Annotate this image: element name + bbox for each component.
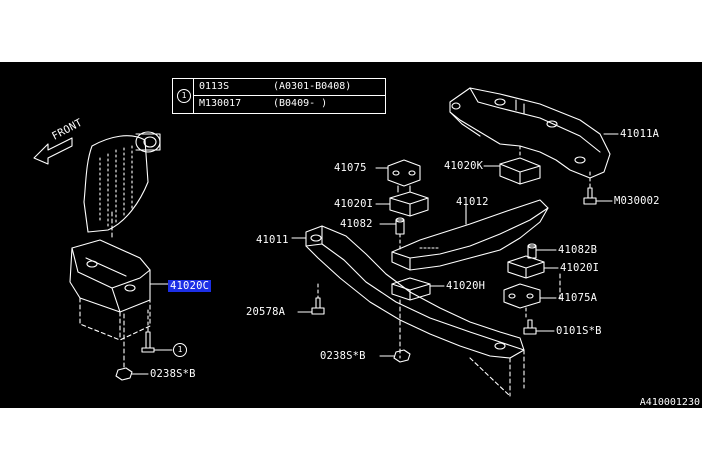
front-arrow-icon — [33, 137, 73, 165]
legend-row-1-range: (A0301-B0408) — [273, 81, 352, 92]
part-0101sb-label[interactable]: 0101S*B — [556, 325, 602, 337]
part-0238sb-left-label[interactable]: 0238S*B — [150, 368, 196, 380]
pad-41020k — [483, 145, 541, 185]
stud-41020i-top — [375, 185, 429, 217]
part-41075a-label[interactable]: 41075A — [558, 292, 598, 304]
legend-row-2-part: M130017 — [199, 98, 242, 109]
part-41020i-top-label[interactable]: 41020I — [334, 198, 374, 210]
part-m030002-label[interactable]: M030002 — [614, 195, 660, 207]
legend-box: 1 0113S (A0301-B0408) M130017 (B0409- ) — [172, 78, 386, 114]
mount-41020c — [69, 239, 169, 341]
nut-0238sb-left — [115, 313, 149, 381]
ref-marker-icon: 1 — [177, 89, 191, 103]
projection-lines — [469, 273, 561, 397]
plate-41075a — [503, 283, 557, 321]
bolt-0101sb — [523, 319, 555, 335]
crossmember-41011a — [449, 87, 619, 179]
part-0238sb-bottom-label[interactable]: 0238S*B — [320, 350, 366, 362]
ref-1-marker-icon: 1 — [173, 343, 187, 357]
part-41075-label[interactable]: 41075 — [334, 162, 367, 174]
part-41082-label[interactable]: 41082 — [340, 218, 373, 230]
nut-0238sb-bottom — [379, 349, 411, 363]
part-41020h-label[interactable]: 41020H — [446, 280, 486, 292]
crossmember-41011 — [291, 225, 525, 359]
crossmember-41012 — [391, 199, 549, 271]
bolt-20578a — [297, 283, 325, 315]
bolt-ref1 — [141, 309, 173, 353]
spacer-41082 — [379, 217, 405, 253]
part-41020c-label[interactable]: 41020C — [168, 280, 212, 292]
part-41020i-right-label[interactable]: 41020I — [560, 262, 600, 274]
pad-41020h — [391, 277, 445, 359]
parts-diagram: 1 0113S (A0301-B0408) M130017 (B0409- ) … — [0, 62, 702, 408]
legend-divider — [193, 79, 194, 113]
legend-row-divider — [193, 95, 385, 96]
part-41011-label[interactable]: 41011 — [256, 234, 289, 246]
diagram-drawing — [33, 87, 619, 397]
plate-41075-top — [375, 159, 421, 187]
part-41012-label[interactable]: 41012 — [456, 196, 489, 208]
part-41020c-highlight: 41020C — [168, 280, 212, 292]
part-41082b-label[interactable]: 41082B — [558, 244, 598, 256]
bolt-m030002 — [583, 171, 613, 205]
stud-41020i-right — [507, 255, 559, 279]
legend-row-2-range: (B0409- ) — [273, 98, 328, 109]
legend-row-1-part: 0113S — [199, 81, 230, 92]
transmission-housing — [83, 131, 161, 239]
part-41020k-label[interactable]: 41020K — [444, 160, 484, 172]
spacer-41082b — [527, 243, 557, 259]
part-41011a-label[interactable]: 41011A — [620, 128, 660, 140]
diagram-reference-number: A410001230 — [639, 397, 700, 408]
part-20578a-label[interactable]: 20578A — [246, 306, 286, 318]
